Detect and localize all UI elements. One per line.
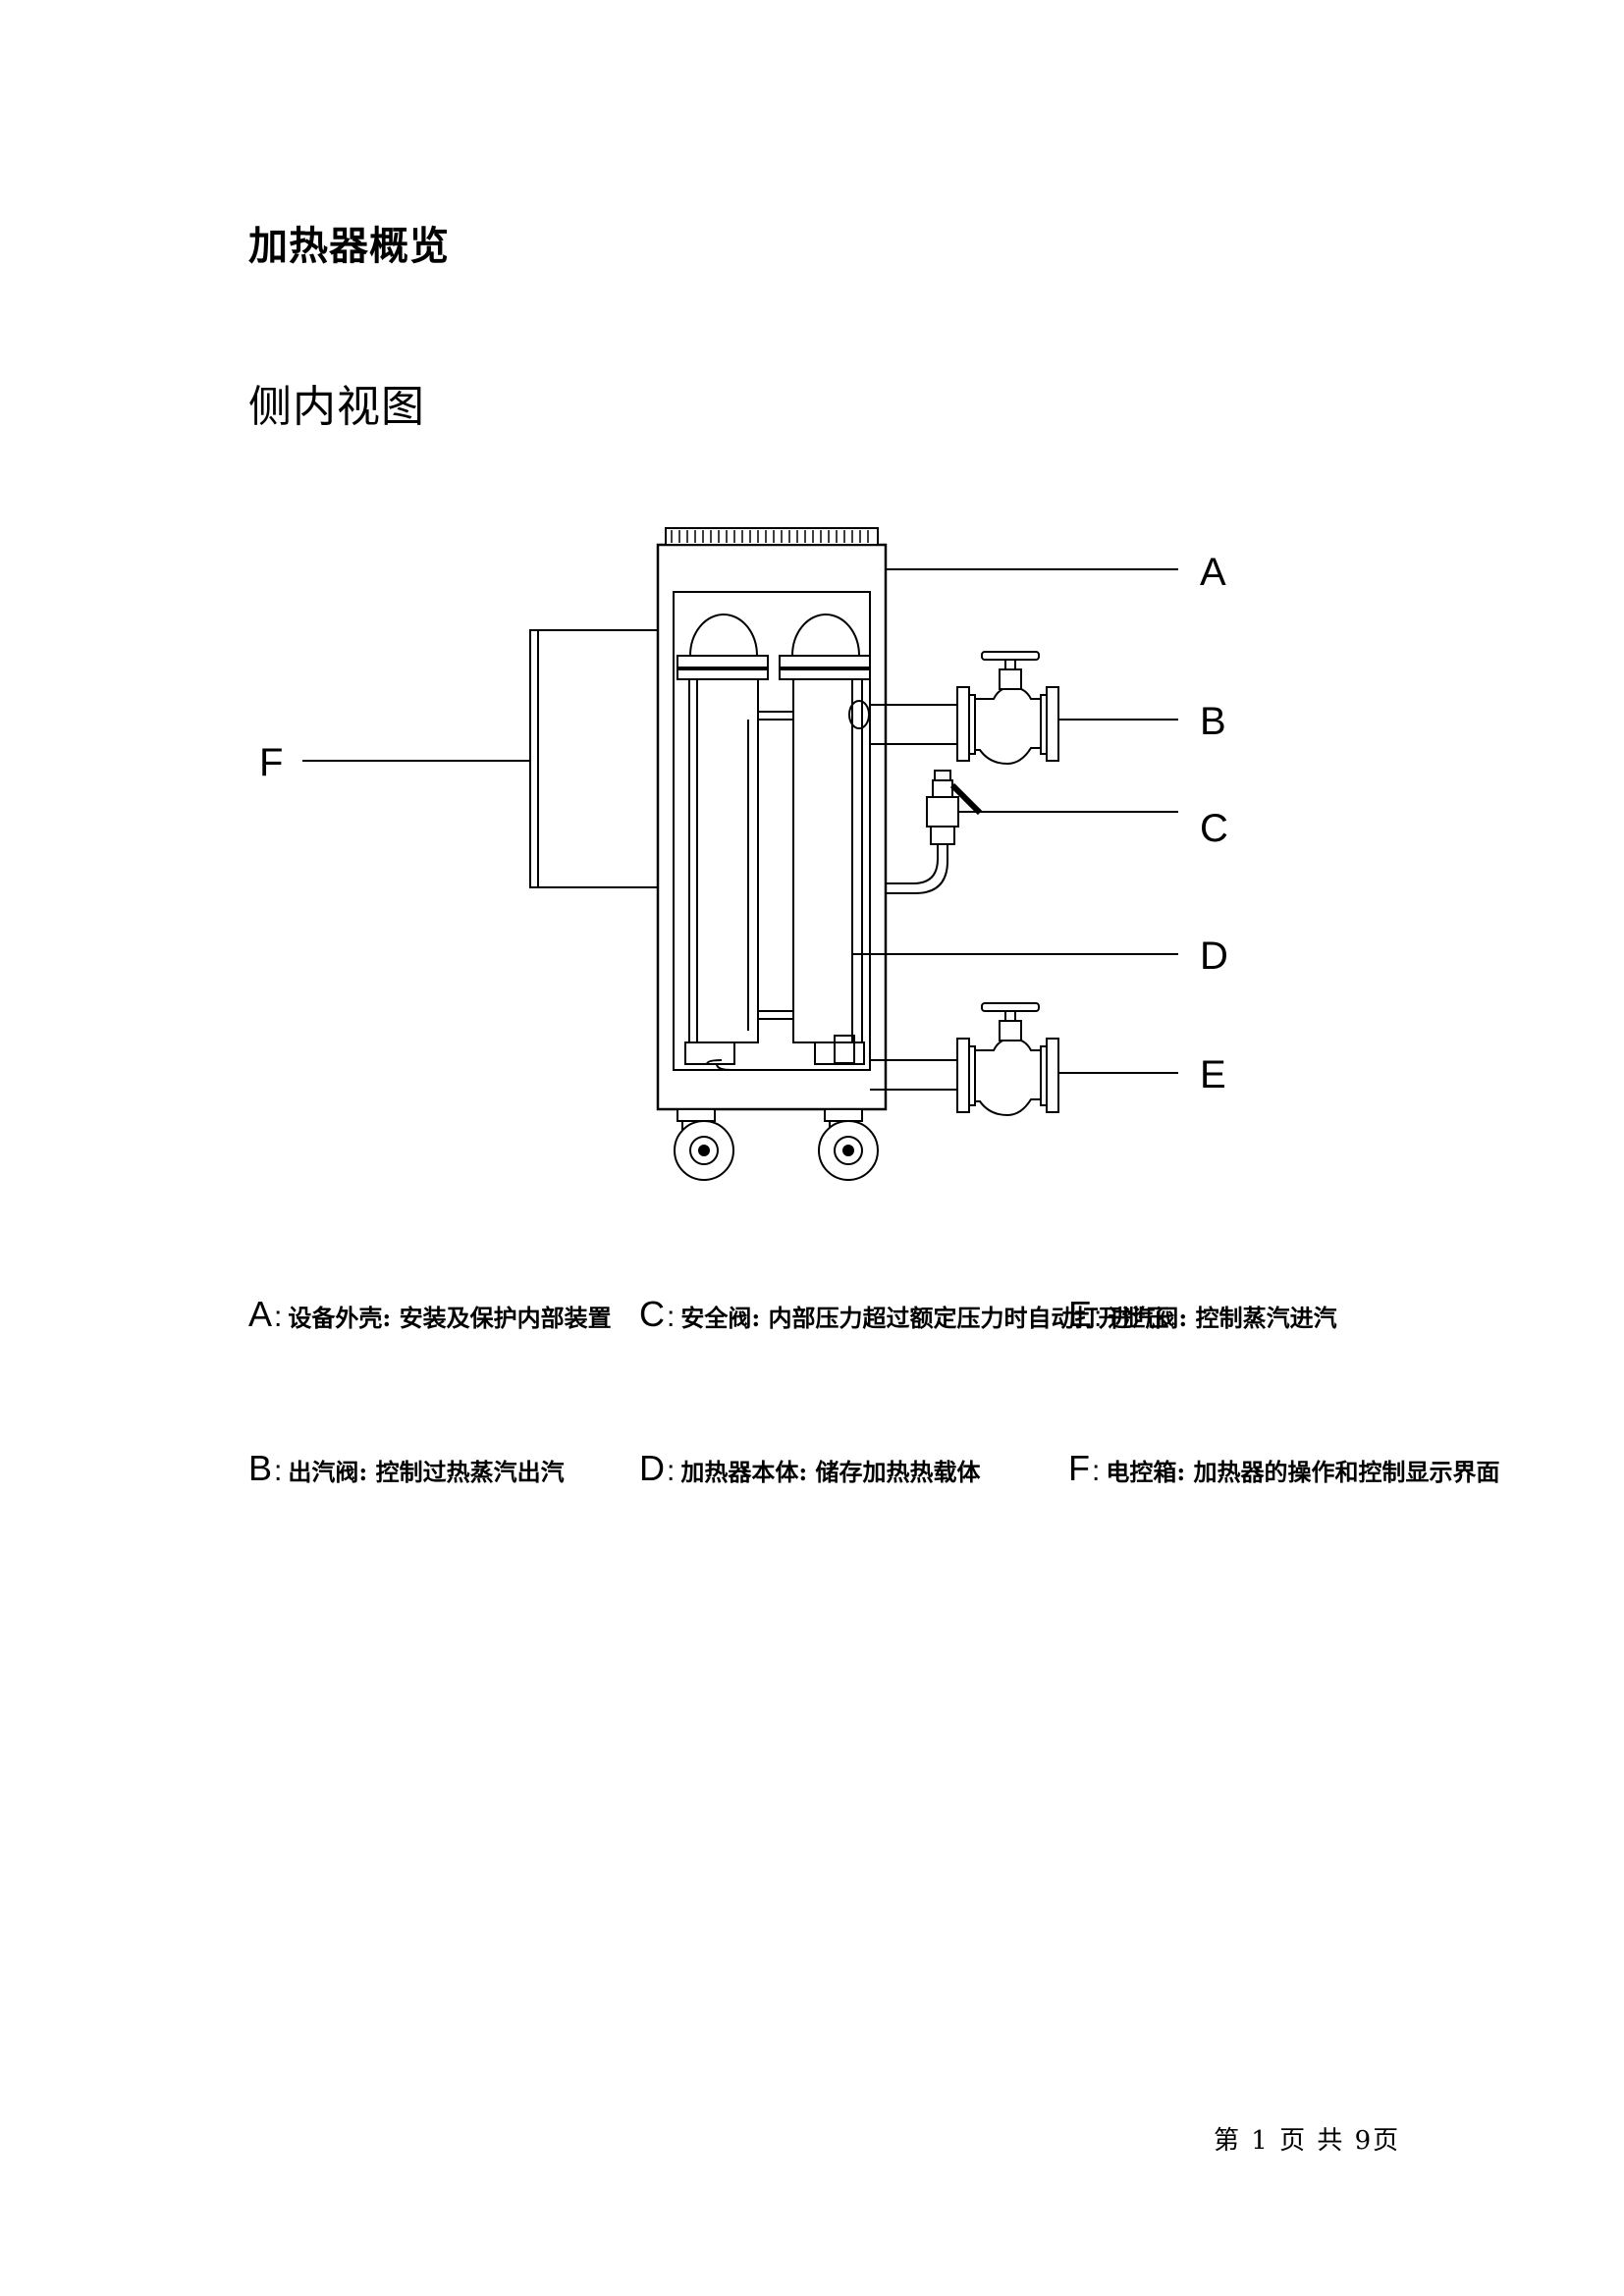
control-box <box>529 629 659 888</box>
legend-separator: : <box>274 1455 283 1487</box>
callout-f: F <box>259 741 283 784</box>
legend-separator: : <box>274 1301 283 1333</box>
legend-item-b: B:出汽阀: 控制过热蒸汽出汽 <box>248 1448 565 1489</box>
view-title: 侧内视图 <box>248 382 425 432</box>
page-number: 第 1 页 共 9页 <box>1214 2126 1401 2156</box>
legend-item-c: C:安全阀: 内部压力超过额定压力时自动打开泄压 <box>639 1294 1169 1335</box>
legend-item-e: E:进汽阀: 控制蒸汽进汽 <box>1068 1294 1337 1335</box>
legend-text: 加热器本体: 储存加热热载体 <box>680 1458 981 1486</box>
outlet-valve <box>870 651 1178 766</box>
callout-c: C <box>1200 807 1228 850</box>
legend-separator: : <box>1094 1301 1103 1333</box>
casters <box>674 1108 879 1181</box>
legend-text: 出汽阀: 控制过热蒸汽出汽 <box>288 1458 565 1486</box>
legend-key: C <box>639 1294 665 1334</box>
heater-side-diagram: A B C D E F <box>259 527 1228 1181</box>
legend-separator: : <box>667 1301 676 1333</box>
legend-key: B <box>248 1448 273 1488</box>
legend-key: E <box>1068 1294 1093 1334</box>
legend-key: F <box>1068 1448 1090 1488</box>
legend-separator: : <box>667 1455 676 1487</box>
legend-separator: : <box>1092 1455 1101 1487</box>
callout-a: A <box>1200 551 1226 594</box>
legend-key: A <box>248 1294 273 1334</box>
heater-vessels <box>677 614 871 1071</box>
safety-valve <box>886 770 1178 894</box>
legend-text: 进汽阀: 控制蒸汽进汽 <box>1108 1304 1337 1332</box>
legend-item-a: A:设备外壳: 安装及保护内部装置 <box>248 1294 612 1335</box>
leader-lines <box>302 568 1178 955</box>
legend-item-d: D:加热器本体: 储存加热热载体 <box>639 1448 981 1489</box>
legend-item-f: F:电控箱: 加热器的操作和控制显示界面 <box>1068 1448 1500 1489</box>
legend-key: D <box>639 1448 665 1488</box>
legend-text: 电控箱: 加热器的操作和控制显示界面 <box>1106 1458 1500 1486</box>
legend-text: 安全阀: 内部压力超过额定压力时自动打开泄压 <box>680 1304 1169 1332</box>
legend-text: 设备外壳: 安装及保护内部装置 <box>288 1304 612 1332</box>
callout-e: E <box>1200 1053 1226 1096</box>
callout-d: D <box>1200 934 1228 978</box>
inlet-valve <box>870 1002 1178 1117</box>
callout-b: B <box>1200 700 1226 743</box>
page-title: 加热器概览 <box>248 223 450 269</box>
